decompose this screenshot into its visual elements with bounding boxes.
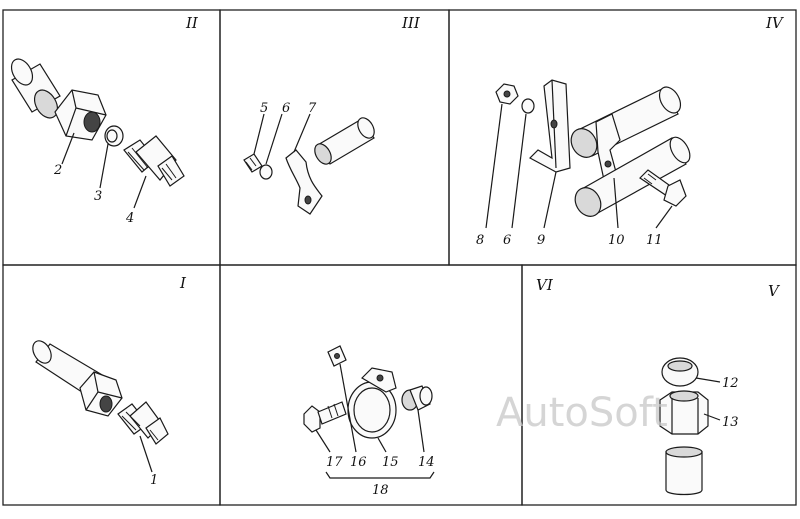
label-17: 17: [326, 455, 343, 470]
clamp-drawing: [285, 149, 323, 215]
washer-iv-drawing: [521, 98, 535, 114]
label-13: 13: [722, 415, 739, 430]
label-11: 11: [646, 233, 663, 248]
bolt-drawing: [243, 153, 263, 173]
lower-pipe-drawing: [574, 136, 691, 217]
label-14: 14: [418, 455, 435, 470]
panel-iv-parts: [485, 79, 691, 229]
ring-drawing: [104, 125, 124, 147]
label-4: 4: [125, 211, 134, 226]
panel-label-v: V: [768, 282, 781, 300]
label-3: 3: [94, 189, 102, 204]
panel-ii-parts: [10, 58, 185, 209]
label-6: 6: [282, 101, 290, 116]
washer-drawing: [259, 164, 273, 180]
label-18: 18: [372, 483, 389, 498]
panel-v-parts: [659, 357, 721, 496]
watermark: AutoSoft: [496, 390, 668, 436]
label-5: 5: [260, 101, 268, 116]
panel-frames: [2, 9, 797, 506]
panel-label-iv: IV: [765, 14, 785, 32]
label-1: 1: [150, 473, 158, 488]
pipe-sleeve-drawing: [314, 117, 375, 165]
label-10: 10: [608, 233, 625, 248]
assembled-fitting-drawing: [117, 401, 169, 445]
label-16: 16: [350, 455, 367, 470]
fitting-drawing: [123, 135, 185, 187]
label-9: 9: [537, 233, 545, 248]
panel-i-parts: [32, 340, 169, 473]
panel-group-18-parts: [303, 345, 435, 479]
panel-label-vi: VI: [536, 276, 554, 294]
label-15: 15: [382, 455, 399, 470]
sleeve-drawing: [10, 58, 61, 119]
union-nut-drawing: [659, 390, 709, 435]
panel-label-iii: III: [401, 14, 421, 32]
assembled-nut-drawing: [79, 371, 123, 417]
bushing-drawing: [401, 385, 433, 411]
label-6b: 6: [503, 233, 511, 248]
band-clamp-drawing: [347, 367, 397, 439]
panel-iii-parts: [243, 113, 375, 215]
panel-label-ii: II: [185, 14, 199, 32]
label-2: 2: [53, 163, 62, 178]
square-plate-drawing: [327, 345, 347, 367]
bracket-drawing: [529, 79, 571, 173]
ball-nipple-drawing: [661, 357, 699, 387]
long-bolt-drawing: [639, 169, 687, 207]
label-12: 12: [722, 376, 739, 391]
panel-label-i: I: [179, 274, 187, 292]
label-8: 8: [476, 233, 484, 248]
small-nut-drawing: [495, 83, 519, 105]
nut-drawing: [54, 89, 107, 141]
pipe-clamp-drawing: [595, 113, 621, 181]
label-7: 7: [308, 101, 317, 116]
tube-sleeve-drawing: [665, 446, 703, 496]
clamp-bolt-drawing: [303, 401, 347, 433]
